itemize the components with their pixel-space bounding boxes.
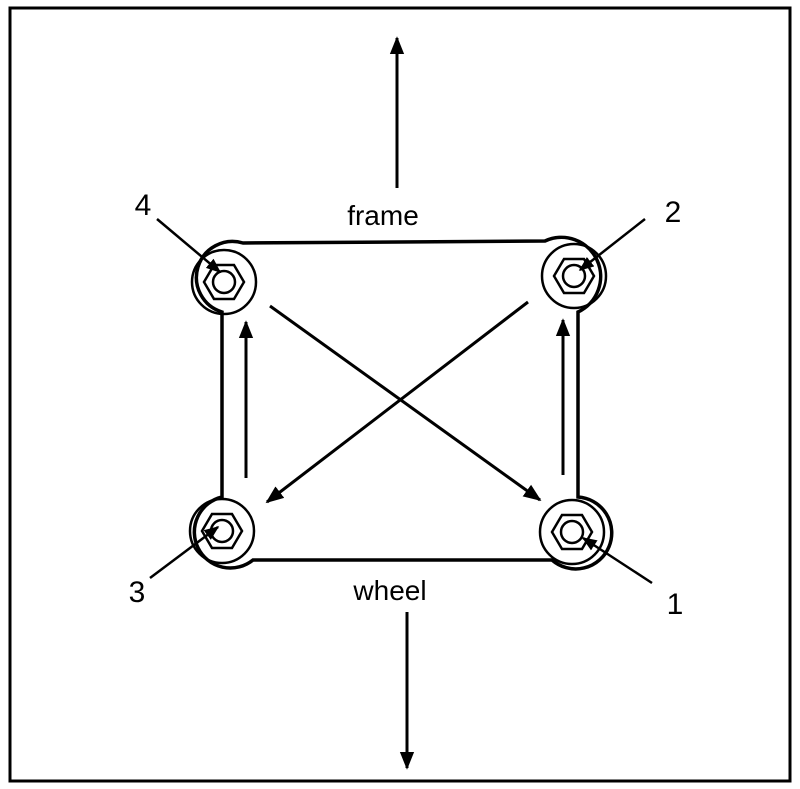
bolt-number-2: 2 — [665, 196, 682, 229]
diagram-border — [8, 6, 792, 783]
bolt-number-3: 3 — [129, 576, 146, 609]
bolt-number-4: 4 — [135, 189, 152, 222]
bolt-1 — [538, 498, 606, 566]
leader-line-1 — [581, 536, 653, 585]
mounting-plate — [192, 235, 614, 571]
sequence-arrow-4-to-1 — [269, 304, 542, 502]
frame-label: frame — [347, 200, 419, 231]
wheel-label: wheel — [352, 575, 426, 606]
leader-line-4 — [156, 218, 222, 273]
bolt-number-1: 1 — [667, 588, 684, 621]
bolt-2 — [540, 242, 608, 310]
leader-line-2 — [578, 218, 646, 271]
bolt-4 — [190, 248, 258, 316]
bolt-3 — [188, 497, 256, 565]
leader-line-3 — [149, 526, 220, 579]
sequence-arrow-2-to-3 — [265, 300, 529, 504]
